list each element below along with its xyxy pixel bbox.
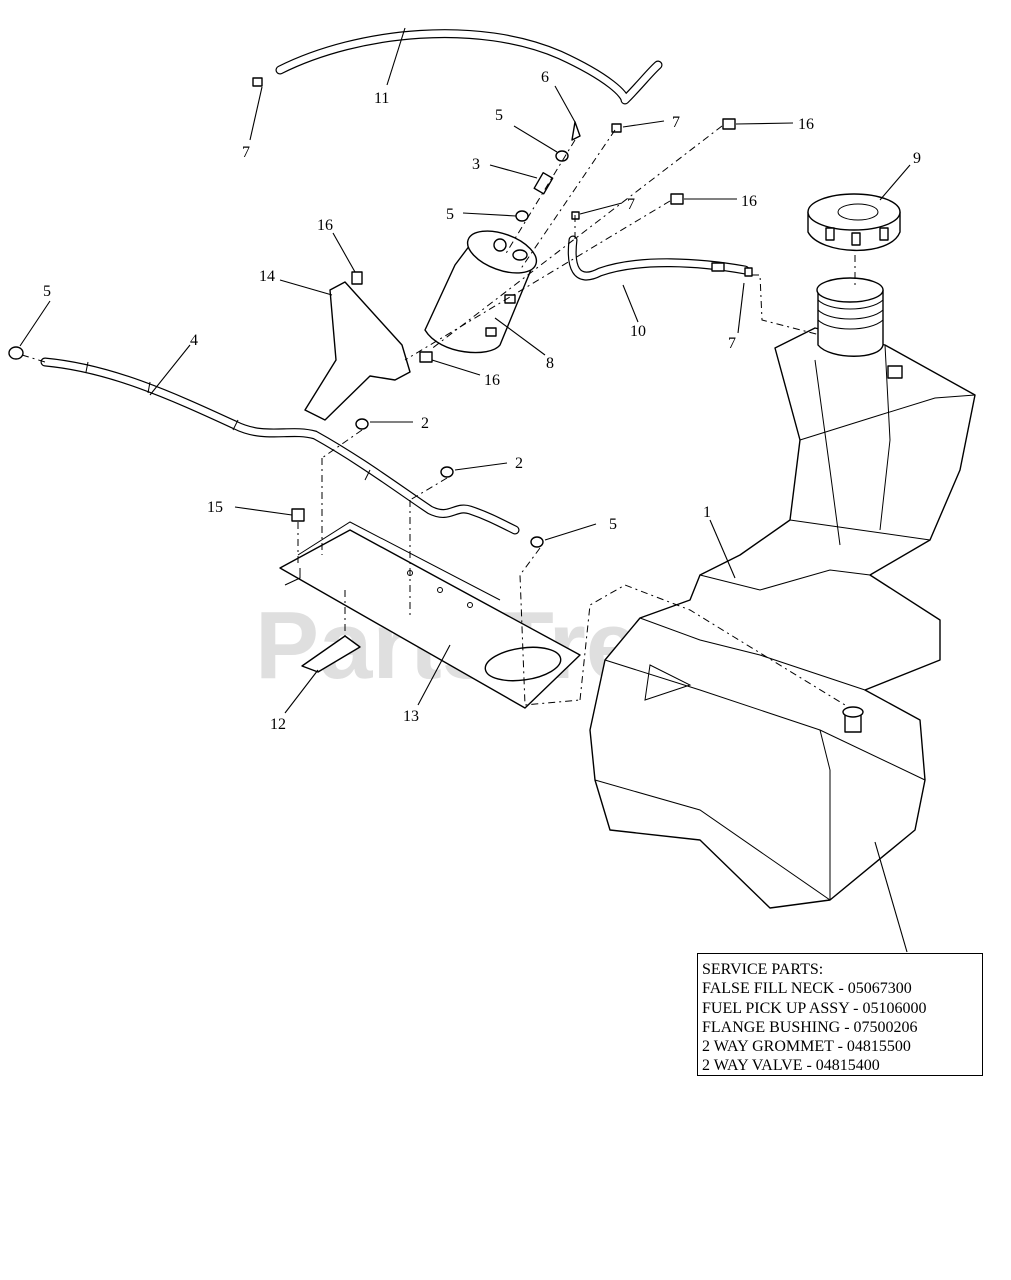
callout-5-middle: 5	[446, 206, 454, 223]
fuel-hose-part-4	[40, 357, 520, 535]
vent-hose-part-11	[275, 29, 663, 105]
callout-7-top-left: 7	[242, 144, 250, 161]
callout-11: 11	[374, 90, 389, 107]
callout-leader-lines	[19, 27, 911, 953]
callout-4: 4	[190, 332, 198, 349]
callout-16-lower: 16	[484, 372, 500, 389]
callout-6: 6	[541, 69, 549, 86]
callout-3: 3	[472, 156, 480, 173]
hardware-clamps-and-fittings	[8, 77, 753, 548]
fuel-line-part-10	[567, 235, 750, 281]
callout-14: 14	[259, 268, 275, 285]
plate-part-12	[301, 635, 361, 673]
callout-15: 15	[207, 499, 223, 516]
service-part-item: 2 WAY GROMMET - 04815500	[702, 1038, 911, 1056]
callout-16-middle: 16	[741, 193, 757, 210]
callout-5-upper: 5	[495, 107, 503, 124]
callout-numbers: 7 11 6 5 7 16 9 3 5 7 16 16 14 5 4 10 7 …	[43, 69, 921, 733]
callout-16-top: 16	[798, 116, 814, 133]
callout-8: 8	[546, 355, 554, 372]
tray-part-13	[279, 521, 581, 709]
callout-9: 9	[913, 150, 921, 167]
fuel-cap-part-9	[807, 193, 901, 252]
fuel-tank-part-1	[589, 277, 976, 909]
callout-7-center: 7	[627, 196, 635, 213]
service-part-item: FLANGE BUSHING - 07500206	[702, 1018, 918, 1036]
callout-13: 13	[403, 708, 419, 725]
callout-16-bracket: 16	[317, 217, 333, 234]
callout-10: 10	[630, 323, 646, 340]
service-part-item: FUEL PICK UP ASSY - 05106000	[702, 999, 927, 1017]
bracket-part-14	[304, 281, 411, 421]
service-part-item: FALSE FILL NECK - 05067300	[702, 980, 912, 998]
callout-7-top-right: 7	[672, 114, 680, 131]
service-parts-box: SERVICE PARTS: FALSE FILL NECK - 0506730…	[697, 953, 983, 1076]
callout-5-lower: 5	[609, 516, 617, 533]
callout-5-left: 5	[43, 283, 51, 300]
assembly-center-lines	[21, 125, 856, 706]
callout-7-right: 7	[728, 335, 736, 352]
callout-2-upper: 2	[421, 415, 429, 432]
fuel-filter-part-8	[424, 230, 538, 354]
callout-2-lower: 2	[515, 455, 523, 472]
service-parts-title: SERVICE PARTS:	[702, 961, 824, 978]
callout-12: 12	[270, 716, 286, 733]
service-part-item: 2 WAY VALVE - 04815400	[702, 1057, 880, 1075]
callout-1: 1	[703, 504, 711, 521]
